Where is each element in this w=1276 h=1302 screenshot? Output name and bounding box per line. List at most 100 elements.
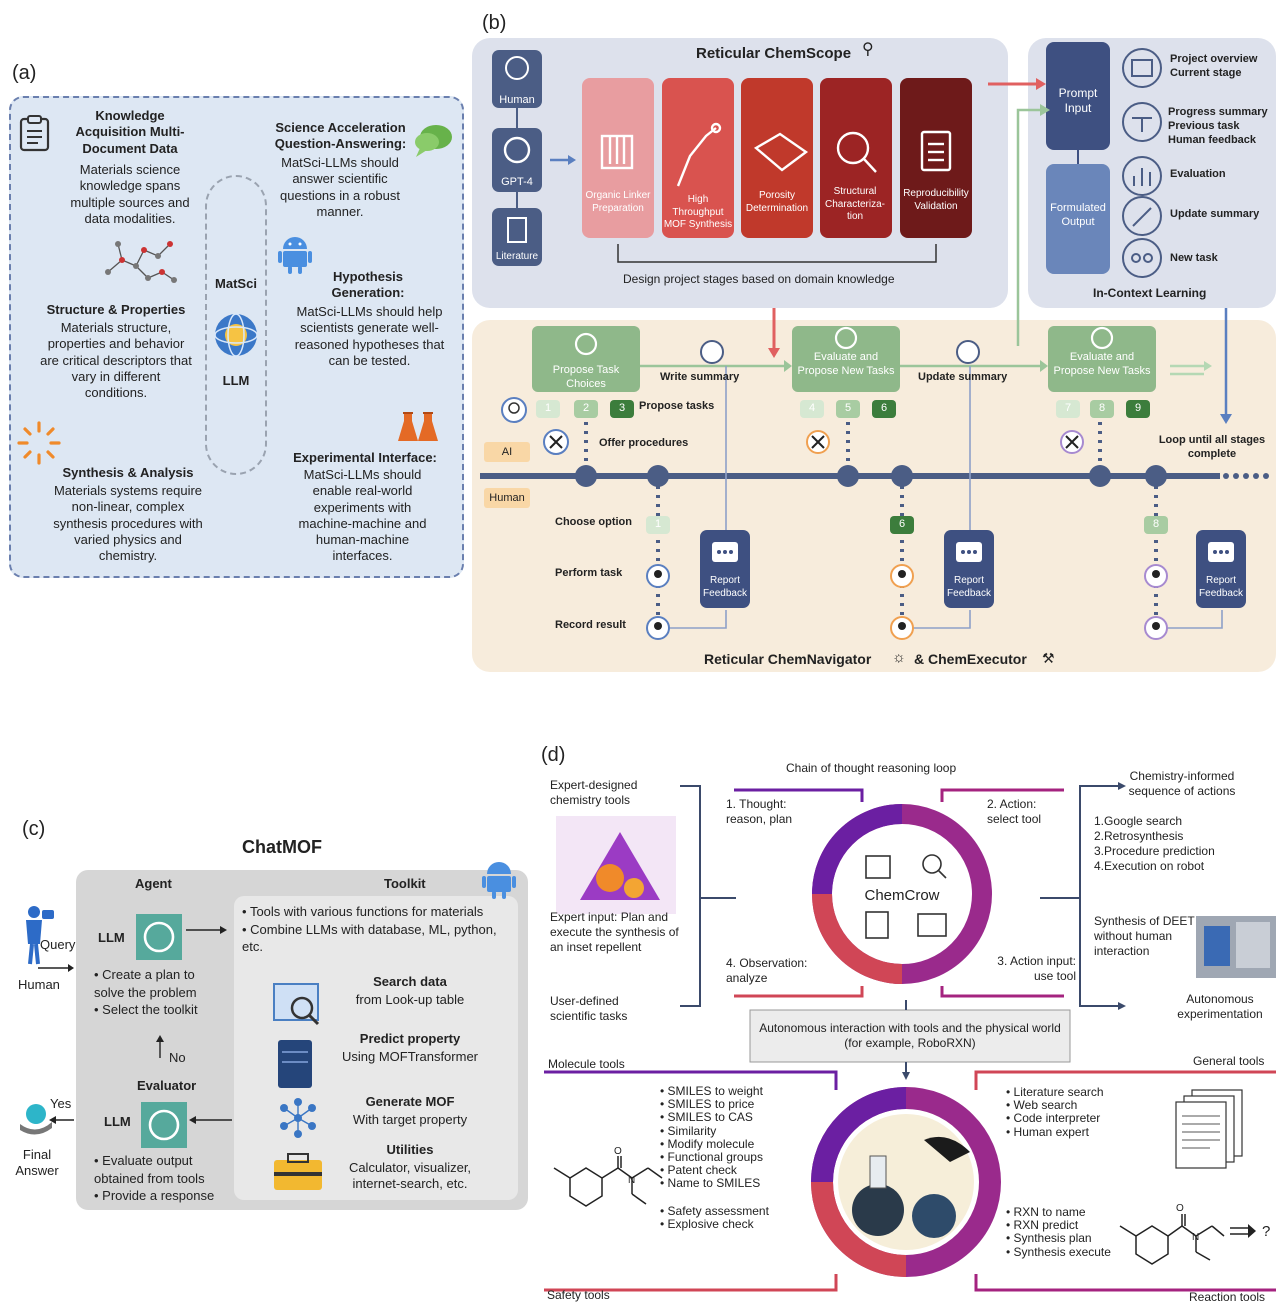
general-tool-4: • Human expert — [1006, 1124, 1089, 1139]
molecule-tool-4: • Similarity — [660, 1123, 717, 1138]
sequence-item-1: 1.Google search — [1094, 814, 1183, 828]
tool-3-text: With target property — [352, 1112, 468, 1127]
panel-c-graphics — [20, 906, 232, 1148]
badge-6: 6 — [880, 402, 888, 414]
evaluator-heading: Evaluator — [137, 1078, 197, 1093]
molecule-tool-6: • Functional groups — [660, 1149, 763, 1164]
matsci-label: MatSci — [215, 276, 257, 291]
tool-3-title: Generate MOF — [365, 1094, 455, 1109]
context-item-2: Progress summary Previous task Human fee… — [1168, 106, 1268, 146]
evaluator-bullet-2: • Provide a response — [94, 1188, 215, 1204]
matsci-llm-capsule — [205, 175, 267, 475]
lightbulb-icon — [501, 397, 527, 423]
query-label: Query — [40, 937, 76, 952]
synthesis-title: Synthesis & Analysis — [62, 465, 194, 480]
burst-icon — [17, 421, 61, 465]
chatmof-title: ChatMOF — [242, 837, 322, 857]
update-summary-label: Update summary — [918, 371, 1008, 383]
reaction-tool-2-text: RXN predict — [1013, 1218, 1079, 1233]
hypothesis-title: Hypothesis Generation: — [331, 269, 405, 301]
knowledge-text: Materials science knowledge spans multip… — [70, 162, 190, 226]
knowledge-title: Knowledge Acquisition Multi-Document Dat… — [75, 108, 185, 156]
molecule-tool-6-text: Functional groups — [667, 1149, 763, 1164]
stage-box-3 — [741, 78, 813, 238]
science-title: Science Acceleration Question-Answering: — [274, 120, 407, 152]
structure-text: Materials structure, properties and beha… — [40, 320, 192, 400]
tool-1-title: Search data — [373, 974, 447, 989]
amide-n-right: N — [1192, 1232, 1200, 1243]
chemscope-title: Reticular ChemScope — [696, 45, 852, 62]
safety-tool-2-text: Explosive check — [667, 1217, 754, 1232]
question-mark: ? — [1262, 1223, 1271, 1240]
agent-llm-label: LLM — [98, 930, 125, 945]
reaction-tool-1-text: RXN to name — [1013, 1205, 1086, 1219]
evaluate-label-1: Evaluate and Propose New Tasks — [797, 351, 895, 377]
evaluator-bullet-2-text: Provide a response — [102, 1188, 215, 1204]
badge-7: 7 — [1064, 402, 1072, 414]
formulated-output-box — [1046, 164, 1110, 274]
experimental-title: Experimental Interface: — [293, 450, 437, 465]
molecule-tool-1-text: SMILES to weight — [667, 1084, 763, 1098]
literature-box-label: Literature — [495, 251, 539, 262]
general-tool-2: • Web search — [1006, 1098, 1078, 1113]
chosen-badge-3: 8 — [1152, 518, 1160, 530]
reaction-tools-list: • RXN to name • RXN predict • Synthesis … — [1006, 1205, 1111, 1259]
executor-title: & ChemExecutor — [914, 651, 1027, 667]
observation-label: 4. Observation: analyze — [726, 956, 808, 985]
safety-tool-1: • Safety assessment — [660, 1204, 769, 1218]
formulated-output-label: Formulated Output — [1050, 202, 1106, 228]
brain-globe-icon — [214, 313, 258, 357]
molecule-tool-1: • SMILES to weight — [660, 1084, 763, 1098]
evaluate-box-2 — [1048, 326, 1156, 392]
hypothesis-text: MatSci-LLMs should help scientists gener… — [294, 304, 445, 368]
autonomous-exp-label: Autonomous experimentation — [1177, 992, 1263, 1021]
panel-d-canvas — [544, 782, 1276, 1292]
reaction-tool-1: • RXN to name — [1006, 1205, 1086, 1219]
reaction-tools-label: Reaction tools — [1189, 1290, 1266, 1302]
experimental-text: MatSci-LLMs should enable real-world exp… — [298, 467, 427, 564]
molecule-tool-5-text: Modify molecule — [667, 1136, 755, 1151]
evaluate-label-2: Evaluate and Propose New Tasks — [1053, 351, 1151, 377]
sun-icon: ☼ — [892, 649, 906, 666]
offer-procedures-label: Offer procedures — [599, 437, 689, 449]
structure-title: Structure & Properties — [46, 302, 186, 317]
stage-box-5 — [900, 78, 972, 238]
ai-tag: AI — [501, 446, 513, 458]
sequence-list: 1.Google search 2.Retrosynthesis 3.Proce… — [1094, 814, 1234, 874]
prompt-input-box — [1046, 42, 1110, 150]
reaction-tool-4-text: Synthesis execute — [1013, 1244, 1111, 1259]
chosen-badge-2: 6 — [898, 518, 906, 530]
molecule-tool-3-text: SMILES to CAS — [667, 1110, 753, 1125]
synthesis-text: Materials systems require non-linear, co… — [53, 483, 203, 563]
toolkit-icons — [273, 983, 322, 1190]
toolkit-bullet-2: • Combine LLMs with database, ML, python… — [242, 921, 497, 955]
autonomous-interaction-box — [749, 1009, 1071, 1063]
agent-bullet-1-text: Create a plan to solve the problem — [94, 967, 197, 1000]
evaluator-llm-label: LLM — [104, 1114, 131, 1129]
safety-tool-2: • Explosive check — [660, 1217, 754, 1232]
science-text: MatSci-LLMs should answer scientific que… — [280, 155, 400, 219]
molecule-tool-2: • SMILES to price — [660, 1097, 755, 1112]
general-tool-1: • Literature search — [1006, 1085, 1104, 1099]
general-tool-3: • Code interpreter — [1006, 1111, 1101, 1126]
in-context-label: In-Context Learning — [1093, 286, 1207, 300]
toolkit-bullets: • Tools with various functions for mater… — [242, 903, 514, 956]
final-answer-label: Final Answer — [15, 1147, 59, 1179]
molecule-tool-3: • SMILES to CAS — [660, 1110, 753, 1125]
safety-tool-1-text: Safety assessment — [667, 1204, 769, 1218]
report-feedback-3: Report Feedback — [1199, 575, 1243, 599]
panel-d-letter: (d) — [541, 744, 566, 766]
loop-until-label: Loop until all stages complete — [1158, 434, 1266, 460]
android-robot-icon — [278, 237, 312, 274]
general-tools-label: General tools — [1193, 1054, 1265, 1068]
molecule-tool-8-text: Name to SMILES — [667, 1176, 761, 1191]
yes-label: Yes — [50, 1096, 72, 1111]
propose-choices-label: Propose Task Choices — [552, 364, 620, 390]
chemcrow-label: ChemCrow — [864, 887, 940, 904]
panel-c-letter: (c) — [22, 818, 46, 840]
toolkit-bullet-1: • Tools with various functions for mater… — [242, 904, 484, 919]
android-robot-icon-c — [482, 862, 516, 899]
tool-4-text: Calculator, visualizer, internet-search,… — [348, 1160, 472, 1192]
agent-bullet-2: • Select the toolkit — [94, 1002, 198, 1018]
reaction-tool-3: • Synthesis plan — [1006, 1231, 1092, 1246]
